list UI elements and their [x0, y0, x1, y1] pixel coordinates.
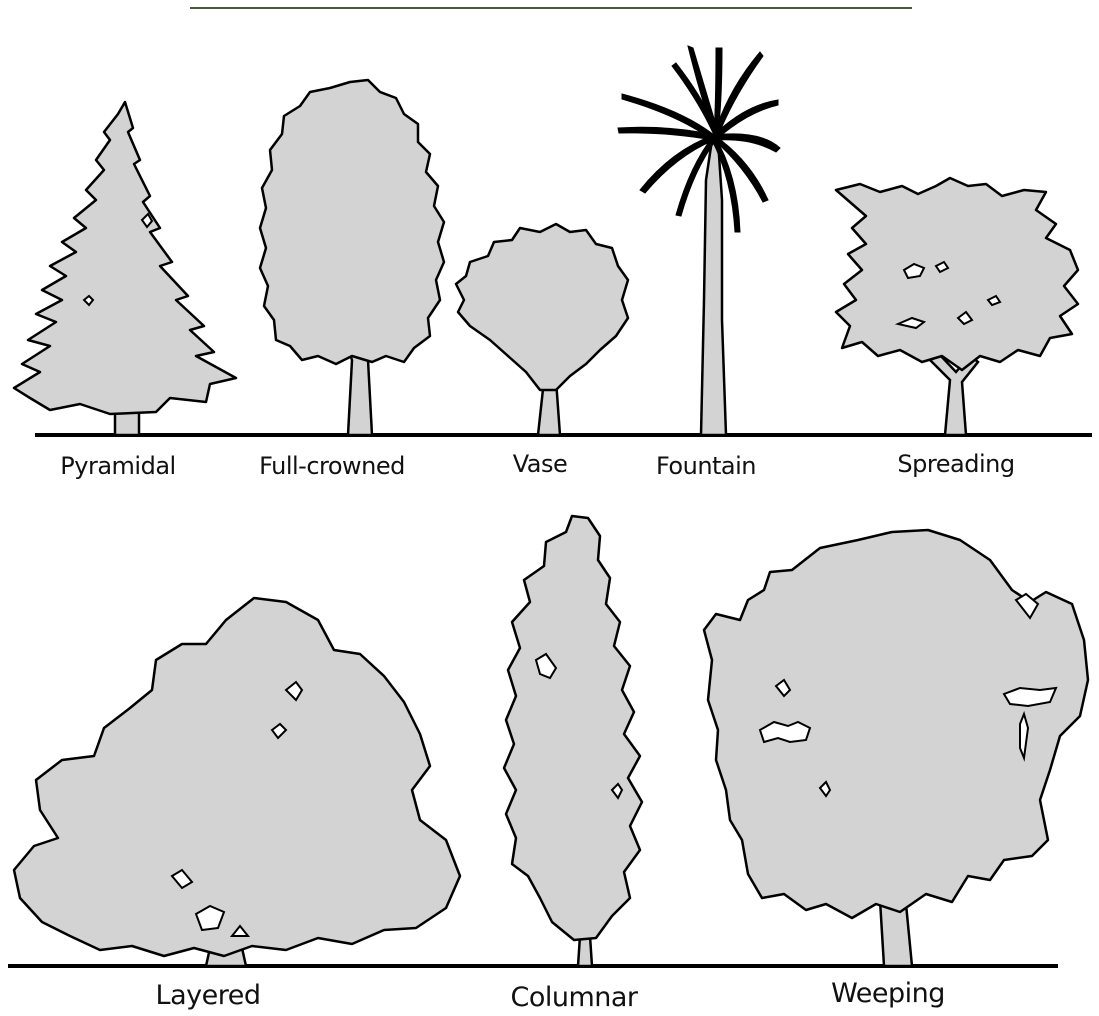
label-weeping: Weeping: [831, 978, 945, 1009]
label-layered: Layered: [156, 980, 261, 1011]
label-fountain: Fountain: [656, 452, 756, 480]
label-pyramidal: Pyramidal: [60, 452, 175, 480]
full-crowned-tree: [260, 80, 444, 435]
pyramidal-tree: [14, 102, 236, 435]
vase-tree: [456, 224, 628, 435]
spreading-tree: [836, 178, 1078, 435]
fountain-tree: [618, 46, 780, 435]
label-spreading: Spreading: [897, 450, 1014, 478]
layered-tree: [14, 598, 460, 966]
columnar-tree: [504, 516, 642, 966]
weeping-tree: [704, 530, 1088, 966]
label-columnar: Columnar: [510, 982, 637, 1013]
label-full-crowned: Full-crowned: [259, 452, 405, 480]
label-vase: Vase: [513, 450, 568, 478]
